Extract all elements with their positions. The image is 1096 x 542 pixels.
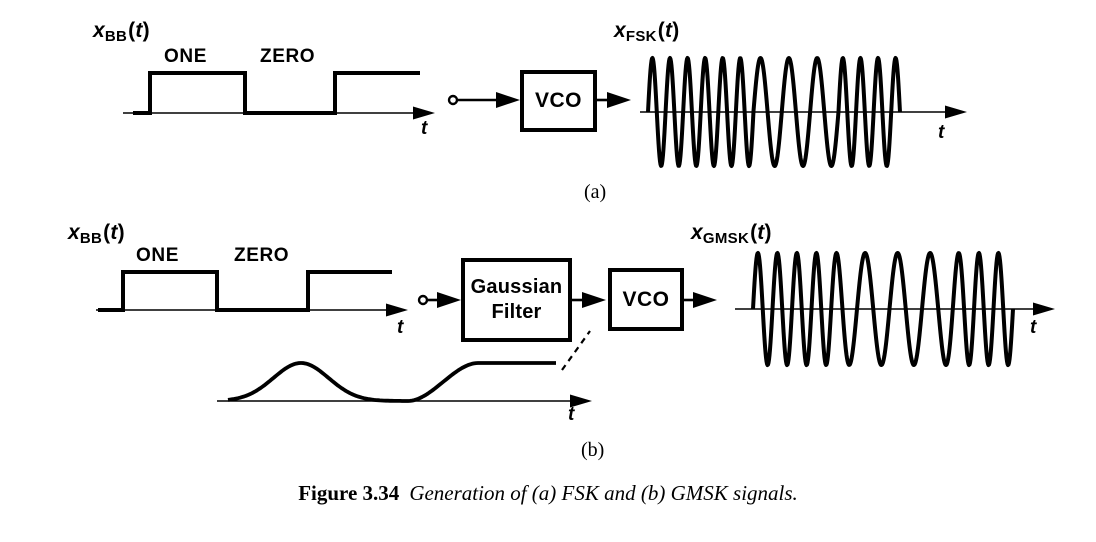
signal-label-xbb-a: xBB(t) [93, 19, 150, 45]
sig-base: x [68, 221, 80, 244]
time-axis-label-b-filtered: t [568, 404, 575, 425]
sig-subscript: BB [79, 230, 103, 247]
signal-label-xfsk: xFSK(t) [614, 19, 680, 45]
time-arg: t [135, 19, 143, 42]
sig-base: x [614, 19, 626, 42]
gaussian-filter-line1: Gaussian [470, 276, 563, 298]
signal-label-xgmsk: xGMSK(t) [691, 221, 772, 247]
bit-label-zero-a: ZERO [260, 46, 316, 67]
axis-a-baseband-arrowhead [413, 106, 435, 120]
paren-close: ) [117, 221, 125, 244]
paren-open: ( [103, 221, 111, 244]
axis-b-filtered-arrowhead [570, 394, 592, 408]
gaussian-filter-box [461, 258, 572, 342]
arrow-vco-b-to-output-arrowhead [693, 292, 717, 308]
sig-subscript: GMSK [702, 230, 750, 247]
time-axis-label-a-baseband: t [421, 118, 428, 139]
sig-subscript: FSK [625, 28, 657, 45]
square-wave-b [98, 270, 392, 312]
arrow-input-to-vco-a-arrowhead [496, 92, 520, 108]
part-b-marker: (b) [581, 439, 605, 461]
axis-b-gmsk-arrowhead [1033, 302, 1055, 316]
square-wave-a [133, 71, 420, 115]
paren-close: ) [764, 221, 772, 244]
bit-label-one-b: ONE [136, 245, 179, 266]
figure-caption: Figure 3.34 Generation of (a) FSK and (b)… [0, 481, 1096, 506]
vco-a-box [520, 70, 597, 132]
time-axis-label-b-gmsk: t [1030, 317, 1037, 338]
time-arg: t [665, 19, 673, 42]
paren-close: ) [142, 19, 150, 42]
gmsk-waveform [751, 251, 1015, 367]
gaussian-filter-line2: Filter [491, 301, 542, 323]
time-axis-label-a-fsk: t [938, 122, 945, 143]
axis-b-baseband-arrowhead [386, 303, 408, 317]
part-a-marker: (a) [584, 181, 607, 203]
bit-label-one-a: ONE [164, 46, 207, 67]
vco-block-label-a: VCO [534, 89, 582, 112]
paren-open: ( [750, 221, 758, 244]
fsk-waveform [646, 56, 902, 168]
input-node-a [447, 94, 459, 106]
time-arg: t [757, 221, 765, 244]
time-axis-label-b-baseband: t [397, 317, 404, 338]
sig-base: x [691, 221, 703, 244]
paren-open: ( [657, 19, 665, 42]
arrow-vco-a-to-output-arrowhead [607, 92, 631, 108]
sig-subscript: BB [104, 28, 128, 45]
gaussian-filtered-waveform [227, 361, 556, 403]
arrow-gaussian-filter-to-vco-b-arrowhead [582, 292, 606, 308]
figure-caption-text: Generation of (a) FSK and (b) GMSK signa… [409, 481, 798, 505]
time-arg: t [110, 221, 118, 244]
gaussian-filter-block-label: Gaussian Filter [463, 260, 570, 340]
dashed-connector [561, 330, 591, 371]
arrow-input-to-gaussian-filter-arrowhead [437, 292, 461, 308]
figure-caption-number: Figure 3.34 [298, 481, 400, 505]
axis-a-fsk-arrowhead [945, 105, 967, 119]
input-node-b [417, 294, 429, 306]
signal-label-xbb-b: xBB(t) [68, 221, 125, 247]
vco-b-box [608, 268, 684, 331]
sig-base: x [93, 19, 105, 42]
vco-block-label-b: VCO [622, 287, 670, 311]
paren-open: ( [128, 19, 136, 42]
paren-close: ) [672, 19, 680, 42]
bit-label-zero-b: ZERO [234, 245, 290, 266]
